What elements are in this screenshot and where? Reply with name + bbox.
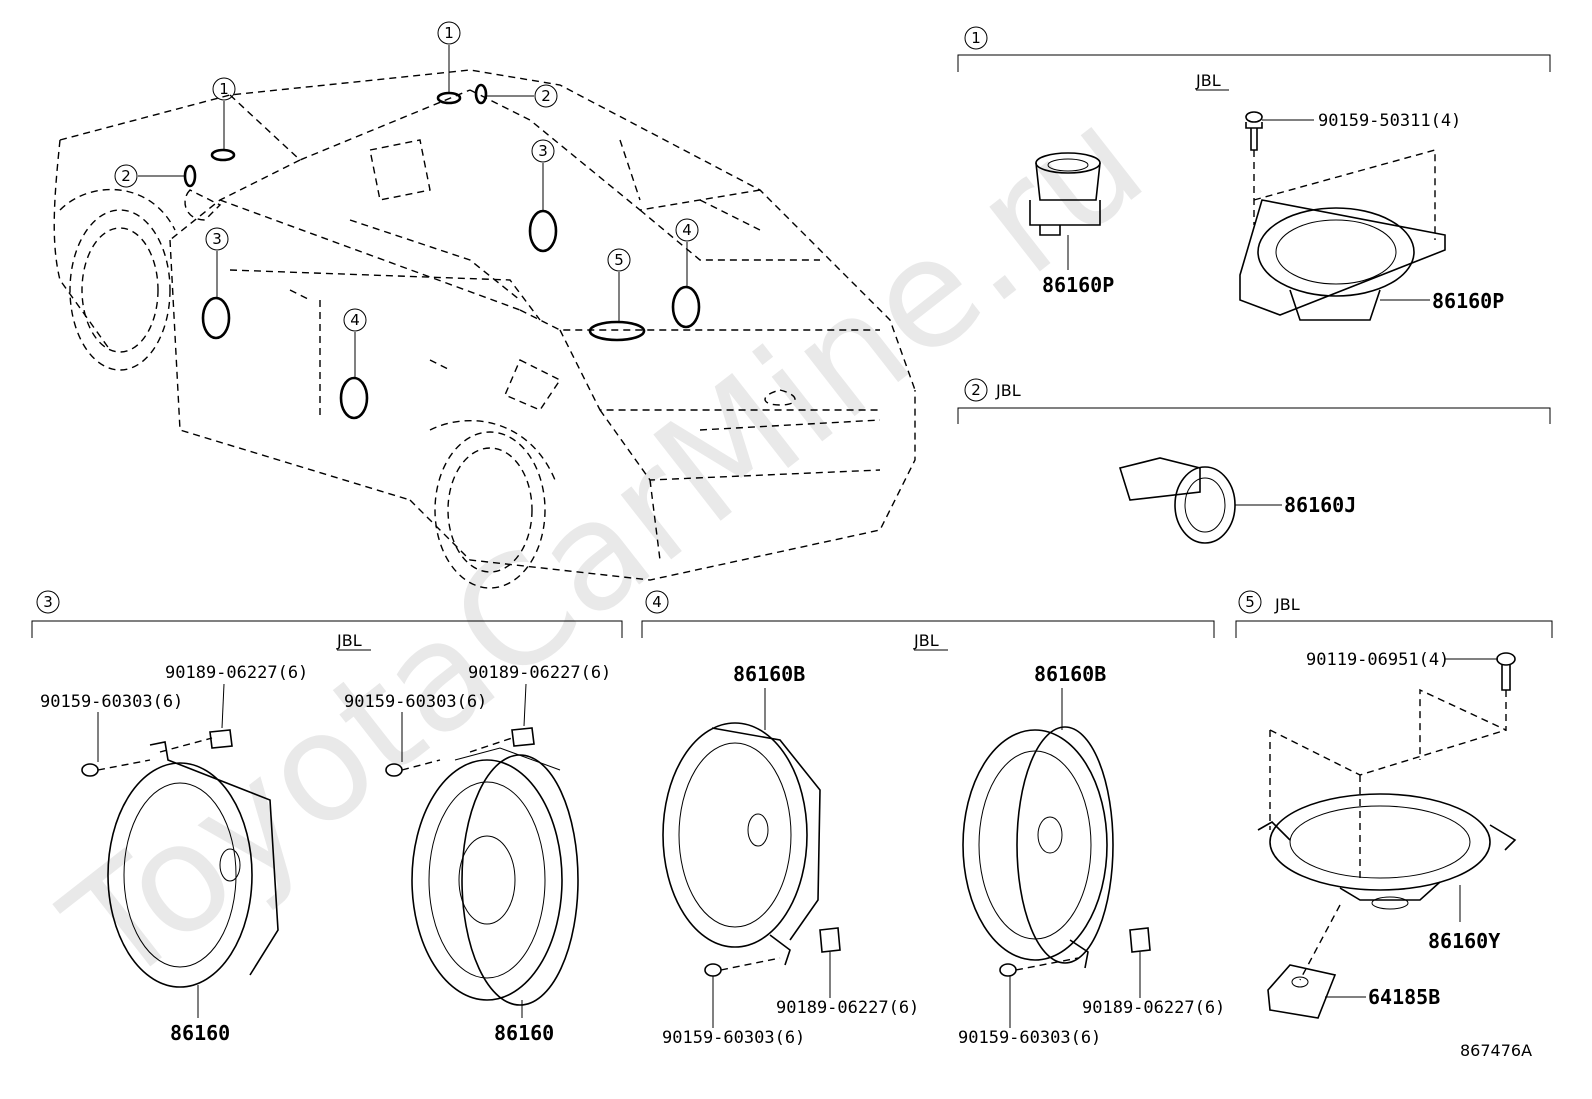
- rear-shelf-mark: [588, 320, 646, 342]
- speaker-86160b-right: [962, 726, 1114, 969]
- screw-90159-60303-a: 90159-60303(6): [40, 692, 183, 712]
- section-4: 4 JBL 86160B 90189-06227(6) 90159-60303(…: [641, 590, 1225, 1048]
- callout-2-right: 2: [541, 87, 551, 105]
- part-86160j: 86160J: [1284, 493, 1356, 517]
- section-3-number: 3: [43, 593, 53, 611]
- callout-4-right: 4: [682, 221, 692, 239]
- tweeter-86160j: [1118, 457, 1282, 544]
- part-86160-a: 86160: [170, 1021, 230, 1045]
- tweeter-86160p-small: [1029, 152, 1101, 270]
- clip-90189-06227-c: 90189-06227(6): [776, 998, 919, 1018]
- screw-e: [1496, 652, 1516, 691]
- speaker-86160-left: [107, 741, 279, 1018]
- watermark: ToyotaCarMine.ru: [34, 74, 1175, 1018]
- left-pillar-tweeter-mark: [183, 164, 197, 188]
- part-86160b-b: 86160B: [1034, 662, 1106, 686]
- speaker-86160-right: [411, 747, 579, 1018]
- section-2: 2 JBL 86160J: [957, 378, 1551, 544]
- section-1-number: 1: [971, 29, 981, 47]
- screw-90159-60303-c: 90159-60303(6): [662, 1028, 805, 1048]
- section-3: 3 JBL 90189-06227(6) 90159-60303(6) 8616…: [31, 590, 623, 1045]
- rear-left-door-mark: [339, 376, 369, 420]
- front-tweeter-mark: [210, 148, 236, 162]
- section-3-brand: JBL: [336, 631, 362, 650]
- part-86160p-a: 86160P: [1042, 273, 1114, 297]
- part-86160p-b: 86160P: [1432, 289, 1504, 313]
- section-2-brand: JBL: [995, 381, 1021, 400]
- speaker-86160p-large: [1239, 149, 1446, 321]
- front-left-door-mark: [201, 296, 231, 340]
- callout-3-left: 3: [212, 230, 222, 248]
- clip-90189-06227-a: 90189-06227(6): [165, 663, 308, 683]
- screw-90159-50311: [1245, 111, 1314, 225]
- screw-90159-60303-d: 90159-60303(6): [958, 1028, 1101, 1048]
- car-illustration: [53, 69, 916, 589]
- clip-a: [159, 729, 233, 753]
- speaker-86160b-left: [662, 722, 821, 966]
- clip-d: [1129, 927, 1151, 998]
- screw-a: [81, 759, 151, 777]
- screw-90159-50311: 90159-50311(4): [1318, 111, 1461, 131]
- screw-d: [999, 957, 1079, 1028]
- callout-1-roof: 1: [444, 24, 454, 42]
- callout-2-left: 2: [121, 167, 131, 185]
- speaker-86160y: [1257, 793, 1517, 922]
- screw-90119-06951: 90119-06951(4): [1306, 650, 1449, 670]
- right-pillar-tweeter-mark: [474, 83, 488, 105]
- screw-90159-60303-b: 90159-60303(6): [344, 692, 487, 712]
- section-5-number: 5: [1245, 593, 1255, 611]
- screw-c: [704, 957, 781, 1028]
- clip-90189-06227-b: 90189-06227(6): [468, 663, 611, 683]
- section-5-brand: JBL: [1274, 595, 1300, 614]
- section-4-brand: JBL: [913, 631, 939, 650]
- diagram-code: 867476A: [1460, 1041, 1532, 1060]
- speaker-locations: 1 1 2 2 3 3 4 4 5: [114, 21, 701, 420]
- front-right-door-mark: [528, 209, 558, 253]
- rear-right-door-mark: [671, 285, 701, 329]
- section-1: 1 JBL 86160P 90159-50311(4): [957, 26, 1551, 321]
- bracket-64185b: [1267, 964, 1366, 1019]
- part-86160-b: 86160: [494, 1021, 554, 1045]
- screw-b: [385, 759, 441, 777]
- section-4-number: 4: [652, 593, 662, 611]
- callout-3-right: 3: [538, 142, 548, 160]
- section-5: 5 JBL 90119-06951(4) 86160Y 6418: [1235, 590, 1553, 1019]
- callout-4-left: 4: [350, 311, 360, 329]
- clip-c: [819, 927, 841, 998]
- part-86160y: 86160Y: [1428, 929, 1500, 953]
- roof-tweeter-mark: [436, 91, 462, 105]
- part-86160b-a: 86160B: [733, 662, 805, 686]
- part-64185b: 64185B: [1368, 985, 1440, 1009]
- section-2-number: 2: [971, 381, 981, 399]
- clip-90189-06227-d: 90189-06227(6): [1082, 998, 1225, 1018]
- section-1-brand: JBL: [1195, 71, 1221, 90]
- callout-5-shelf: 5: [614, 251, 624, 269]
- callout-1-front: 1: [219, 80, 229, 98]
- clip-b: [469, 727, 535, 753]
